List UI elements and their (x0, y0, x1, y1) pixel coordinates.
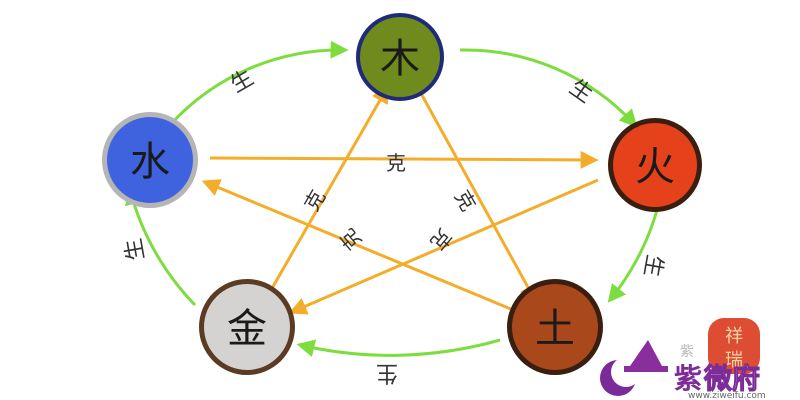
node-fire-disc (613, 123, 697, 207)
seal-stamp: 祥 瑞 (708, 318, 760, 374)
node-metal-disc (204, 284, 290, 370)
hat-brim (624, 366, 668, 372)
label-overcome-metal-wood: 克 (299, 186, 330, 215)
label-generate-water-wood: 生 (227, 65, 259, 98)
node-wood-disc (360, 17, 440, 97)
label-overcome-fire-metal: 克 (335, 224, 366, 255)
arrow-fire-metal (288, 178, 599, 315)
arrow-wood-earth (416, 87, 537, 304)
watermark-brand-prefix: 紫 (674, 362, 702, 395)
label-generate-earth-metal: 生 (376, 360, 398, 385)
label-generate-fire-earth: 生 (638, 253, 666, 279)
watermark: 祥 瑞 紫 紫 微府 www.ziweifu.com (600, 318, 766, 400)
arrow-earth-water (201, 179, 519, 314)
overcome-star (201, 84, 599, 315)
node-wood-glyph: 木 (380, 36, 420, 82)
hat-shape (630, 340, 662, 366)
watermark-prefix: 紫 (680, 344, 694, 360)
seal-stamp-body (708, 318, 760, 374)
label-overcome-water-fire: 克 (386, 151, 406, 175)
node-metal-glyph: 金 (227, 306, 267, 352)
arrow-water-fire (209, 150, 599, 169)
label-generate-metal-water: 生 (121, 236, 149, 262)
node-water: 水 (102, 112, 198, 208)
arc-wood-fire (459, 48, 638, 128)
node-earth-glyph: 土 (535, 306, 575, 352)
seal-stamp-text: 祥 (725, 326, 743, 347)
node-fire: 火 (608, 118, 702, 212)
overcome-labels: 克 克 克 克 克 (299, 151, 480, 255)
label-overcome-earth-water: 克 (426, 224, 457, 255)
node-fire-glyph: 火 (635, 144, 675, 190)
node-water-glyph: 水 (130, 139, 170, 185)
label-generate-wood-fire: 生 (565, 75, 597, 108)
arc-earth-metal (296, 338, 501, 358)
node-earth-disc (512, 284, 598, 370)
node-earth: 土 (507, 279, 603, 375)
seal-stamp-text-2: 瑞 (725, 350, 743, 371)
node-water-disc (107, 117, 193, 203)
node-metal: 金 (199, 279, 295, 375)
watermark-url: www.ziweifu.com (688, 391, 766, 400)
arc-water-wood (168, 40, 349, 127)
arrow-metal-wood (265, 84, 389, 298)
watermark-brand: 微府 (703, 362, 760, 395)
node-wood: 木 (356, 13, 444, 101)
witch-hat-moon-icon (600, 340, 668, 396)
